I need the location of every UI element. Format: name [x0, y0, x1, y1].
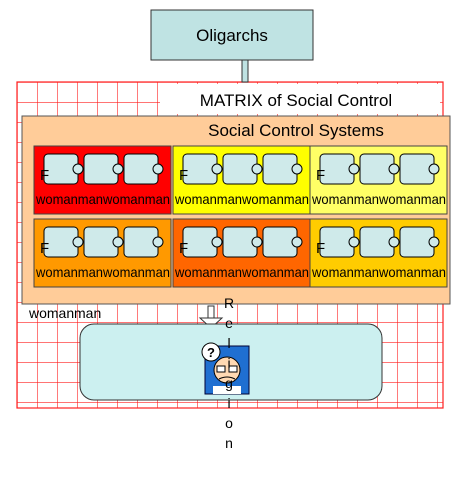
- oligarchs-box: Oligarchs: [150, 9, 314, 61]
- puzzle-knob-icon: [291, 163, 303, 175]
- cell-tag: F: [179, 240, 188, 257]
- puzzle-knob-icon: [211, 236, 223, 248]
- systems-label: Social Control Systems: [208, 121, 384, 140]
- puzzle-knob-icon: [251, 236, 263, 248]
- extra-labels: woman man: [28, 305, 101, 321]
- puzzle-knob-icon: [152, 163, 164, 175]
- cell-label: womanmanwomanman: [311, 191, 446, 207]
- control-cells: FwomanmanwomanmanFwomanmanwomanmanFwoman…: [33, 145, 448, 288]
- vertical-letter: i: [227, 395, 230, 411]
- puzzle-knob-icon: [348, 236, 360, 248]
- cell-tag: F: [179, 167, 188, 184]
- cell-label: womanmanwomanman: [35, 264, 170, 280]
- vertical-letter: e: [225, 315, 233, 331]
- vertical-letter: o: [225, 415, 233, 431]
- puzzle-knob-icon: [251, 163, 263, 175]
- cell-tag: F: [316, 167, 325, 184]
- vertical-letter: R: [224, 295, 234, 311]
- cell-label: womanmanwomanman: [311, 264, 446, 280]
- puzzle-knob-icon: [348, 163, 360, 175]
- puzzle-knob-icon: [72, 163, 84, 175]
- cell-label: womanmanwomanman: [35, 191, 170, 207]
- extra-label-man: man: [74, 305, 101, 321]
- puzzle-knob-icon: [388, 236, 400, 248]
- cell-tag: F: [40, 167, 49, 184]
- cell-tag: F: [40, 240, 49, 257]
- puzzle-knob-icon: [112, 236, 124, 248]
- top-connector: [241, 59, 249, 83]
- puzzle-knob-icon: [152, 236, 164, 248]
- cell-tag: F: [316, 240, 325, 257]
- vertical-letter: i: [227, 355, 230, 371]
- puzzle-knob-icon: [112, 163, 124, 175]
- puzzle-knob-icon: [428, 236, 440, 248]
- down-arrow: [198, 305, 224, 329]
- matrix-label-box: MATRIX of Social Control: [160, 84, 440, 114]
- vertical-letter: n: [225, 435, 233, 451]
- puzzle-knob-icon: [211, 163, 223, 175]
- puzzle-knob-icon: [428, 163, 440, 175]
- matrix-label: MATRIX of Social Control: [200, 91, 392, 110]
- oligarchs-title: Oligarchs: [196, 26, 268, 45]
- vertical-letter: g: [225, 375, 233, 391]
- confused-person-icon: ?: [201, 342, 250, 395]
- puzzle-knob-icon: [388, 163, 400, 175]
- puzzle-knob-icon: [291, 236, 303, 248]
- extra-label-woman: woman: [28, 305, 74, 321]
- svg-text:?: ?: [207, 345, 215, 360]
- cell-label: womanmanwomanman: [174, 191, 309, 207]
- vertical-letter: l: [227, 335, 230, 351]
- puzzle-knob-icon: [72, 236, 84, 248]
- cell-label: womanmanwomanman: [174, 264, 309, 280]
